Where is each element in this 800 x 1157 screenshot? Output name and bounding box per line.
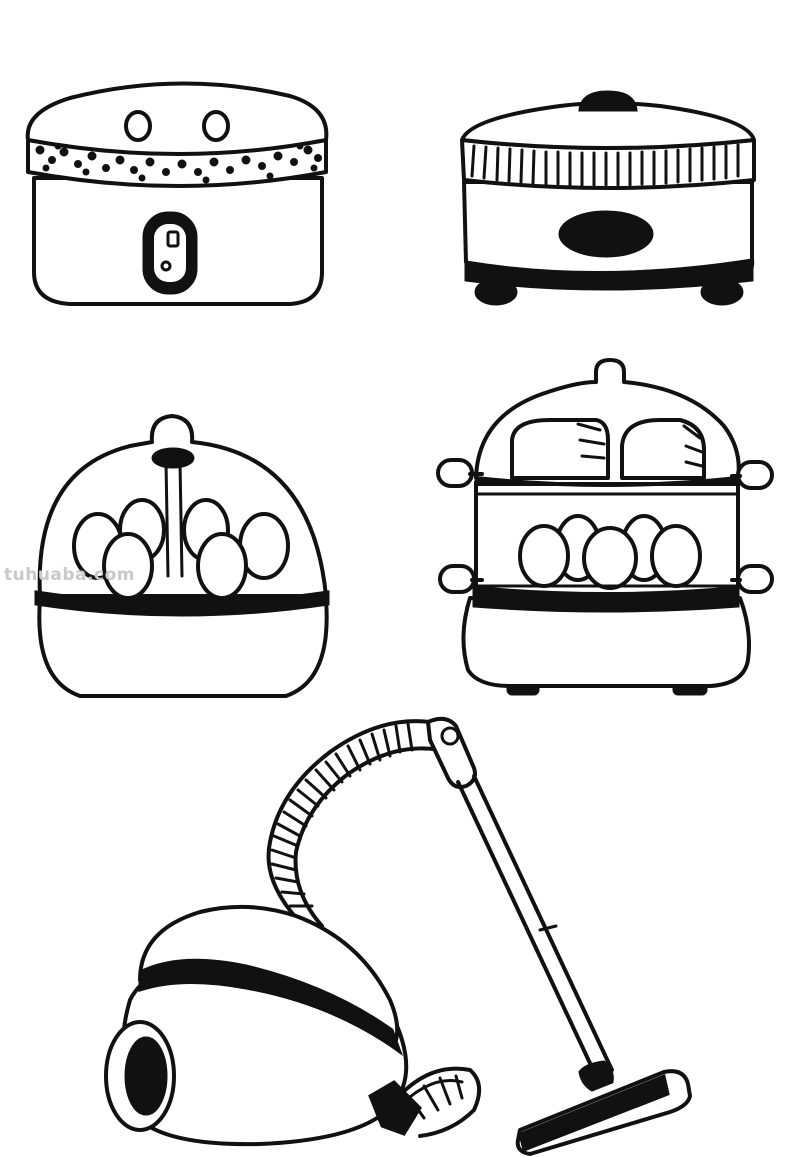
vacuum-cleaner-drawing: [104, 716, 692, 1156]
watermark-text: tuhuaba.com: [4, 565, 135, 585]
egg-cooker-drawing: [34, 414, 330, 698]
slow-cooker-drawing: [460, 90, 756, 306]
rice-cooker-drawing: [25, 81, 329, 306]
double-steamer-drawing: [436, 358, 774, 696]
